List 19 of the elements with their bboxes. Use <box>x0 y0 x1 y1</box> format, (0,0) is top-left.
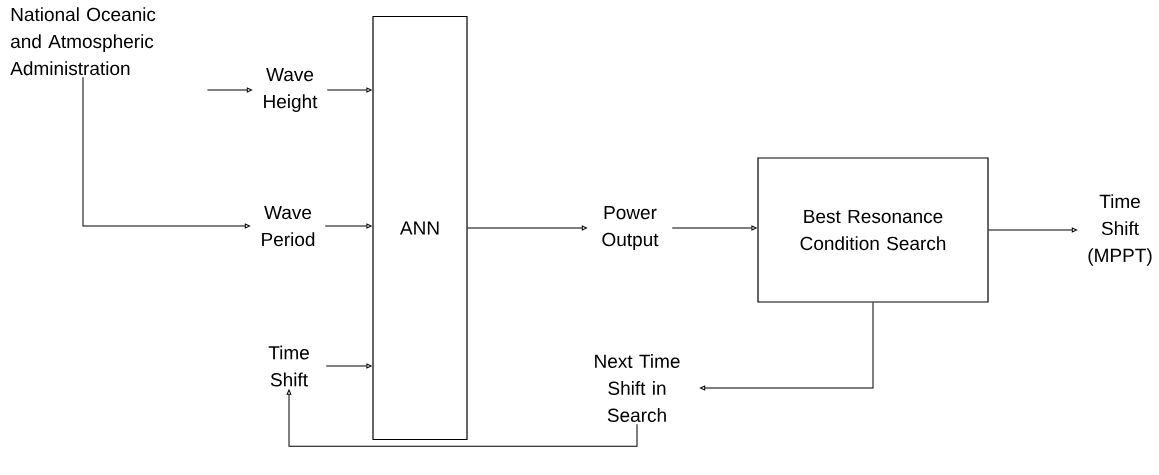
arrow <box>325 363 372 369</box>
network-box: ANN <box>372 15 468 441</box>
arrow <box>988 227 1077 233</box>
arrow <box>82 76 250 229</box>
arrow <box>467 225 587 231</box>
arrow <box>324 223 372 229</box>
input-label: Time Shift <box>268 345 309 387</box>
arrow <box>206 87 252 93</box>
arrow <box>700 302 874 391</box>
feedback-label: Next Time Shift in Search <box>595 354 680 422</box>
input-label: Wave Height <box>264 68 318 112</box>
arrow <box>326 87 372 93</box>
arrow <box>286 389 638 447</box>
process-box: Best Resonance Condition Search <box>757 157 989 303</box>
source-label: National Oceanic and Atmospheric Administration <box>10 7 156 76</box>
output-label: Power Output <box>602 206 659 250</box>
arrow <box>671 225 757 231</box>
input-label: Wave Period <box>262 205 315 247</box>
output-label: Time Shift (MPPT) <box>1088 194 1152 266</box>
